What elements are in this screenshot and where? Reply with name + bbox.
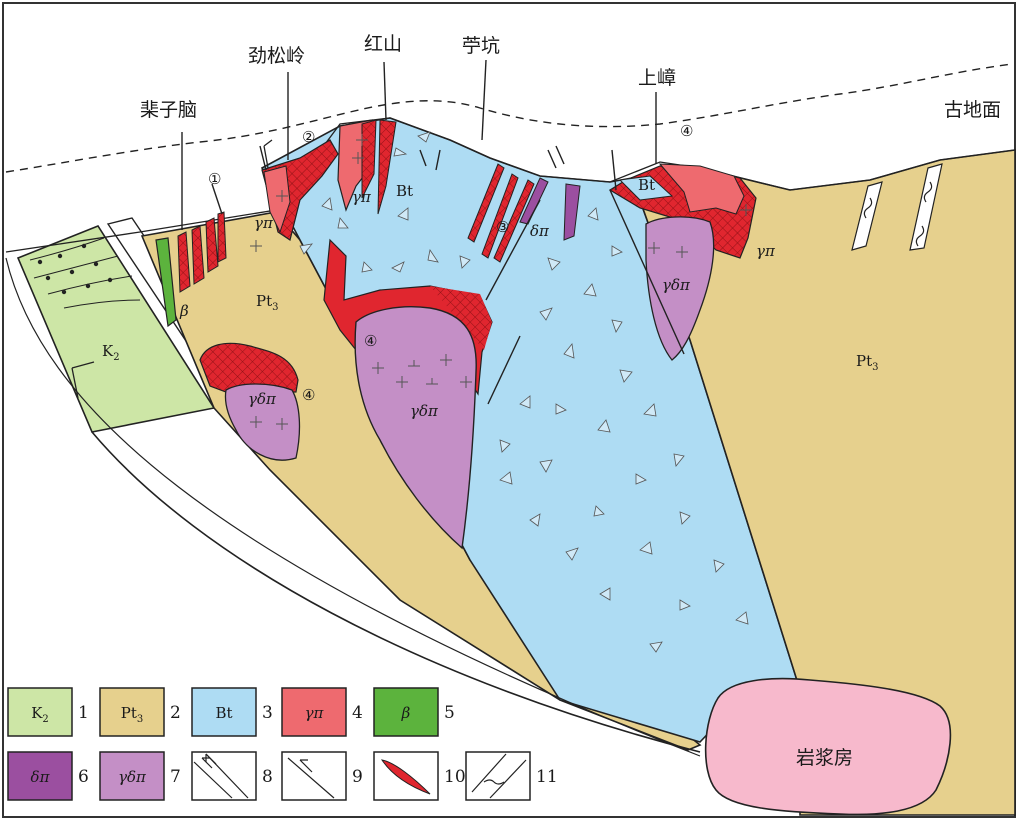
legend-item-7: γδπ 7 — [99, 751, 181, 801]
k2-bedding-lines — [29, 237, 141, 309]
label-hong-shan: 红山 — [364, 33, 402, 55]
legend-item-2: Pt3 2 — [99, 687, 181, 737]
label-delta-pi: δπ — [530, 222, 550, 240]
circle-4-top: ④ — [680, 122, 693, 140]
label-gamma-delta-pi-center: γδπ — [410, 402, 439, 420]
circle-2: ② — [302, 128, 315, 146]
label-jinsong-ling: 劲松岭 — [248, 45, 305, 67]
k2-dots — [37, 243, 113, 295]
gamma-pi-dyke-hongshan-b — [377, 119, 397, 215]
label-magma-chamber: 岩浆房 — [796, 747, 853, 769]
legend-number: 2 — [170, 703, 181, 723]
breccia-fragments — [299, 131, 749, 653]
label-gamma-delta-pi-right: γδπ — [662, 276, 691, 294]
legend-number: 6 — [78, 767, 89, 787]
label-beta: β — [179, 302, 189, 320]
label-pt3-right: Pt3 — [856, 352, 879, 373]
legend-item-1: K2 1 — [7, 687, 89, 737]
legend-label: γδπ — [118, 768, 147, 786]
legend-item-9: 9 — [281, 751, 363, 801]
outer-boundary-curve — [5, 257, 701, 757]
label-bt-right: Bt — [638, 176, 655, 194]
delta-pi-dyke-b — [563, 183, 581, 241]
legend-number: 10 — [444, 767, 466, 787]
circle-1: ① — [208, 170, 221, 188]
label-gamma-pi-1: γπ — [254, 214, 274, 232]
legend-item-4: γπ 4 — [281, 687, 363, 737]
legend-swatch — [465, 751, 531, 801]
label-gamma-pi-3: γπ — [756, 242, 776, 260]
legend-number: 11 — [536, 767, 558, 787]
label-ning-keng: 苧坑 — [462, 35, 500, 57]
k2-fault-arrow — [71, 361, 95, 399]
gamma-delta-pi-left — [224, 383, 301, 461]
gamma-delta-pi-right — [645, 216, 715, 361]
paleo-surface-line — [5, 63, 1013, 173]
legend-item-11: 11 — [465, 751, 558, 801]
legend-number: 4 — [352, 703, 363, 723]
legend-number: 1 — [78, 703, 89, 723]
legend-number: 3 — [262, 703, 273, 723]
legend-label: β — [401, 704, 411, 722]
quartz-veins — [851, 163, 943, 251]
circled-numbers: ① ② ③ ④ ④ ④ — [208, 122, 693, 404]
magma-chamber — [704, 677, 952, 816]
gamma-pi-dykes-left — [177, 211, 227, 293]
circle-4-center: ④ — [364, 332, 377, 350]
legend-number: 9 — [352, 767, 363, 787]
legend-number: 7 — [170, 767, 181, 787]
legend-label: Pt3 — [121, 704, 144, 725]
legend-label: δπ — [31, 768, 51, 786]
label-k2: K2 — [102, 342, 120, 363]
legend-item-3: Bt 3 — [191, 687, 273, 737]
gamma-delta-pi-center — [354, 306, 477, 550]
legend-swatch — [281, 751, 347, 801]
delta-pi-dyke-a — [519, 177, 549, 225]
legend-number: 5 — [444, 703, 455, 723]
legend-swatch — [191, 751, 257, 801]
legend-number: 8 — [262, 767, 273, 787]
label-gamma-pi-2: γπ — [352, 188, 372, 206]
circle-4-left: ④ — [302, 386, 315, 404]
place-labels: 棐子脑 劲松岭 红山 苧坑 上嶂 古地面 — [140, 33, 1001, 121]
gamma-pi-envelope-left — [199, 342, 299, 393]
gamma-pi-envelope-center-cross — [430, 286, 492, 350]
section-labels: K2 Pt3 Pt3 Bt Bt β γπ γπ γπ δπ γδπ γδπ γ… — [102, 176, 879, 769]
gamma-pi-cap-jinsongling-light — [263, 165, 291, 234]
label-shang-zhang: 上嶂 — [638, 67, 676, 89]
label-bt-center: Bt — [396, 182, 413, 200]
legend-swatch — [373, 687, 439, 737]
fault-lines — [181, 59, 685, 405]
legend-item-6: δπ 6 — [7, 751, 89, 801]
beta-dyke — [155, 237, 177, 328]
legend-swatch — [99, 687, 165, 737]
plus-marks — [250, 134, 752, 430]
fault-arrow-jinsongling — [263, 139, 273, 169]
label-pt3-left: Pt3 — [256, 292, 279, 313]
legend-label: γπ — [305, 704, 325, 722]
gamma-pi-cap-shangzhang-light — [658, 163, 745, 215]
gamma-pi-dykes-ningkeng — [467, 163, 535, 263]
legend-item-10: 10 — [373, 751, 466, 801]
label-paleo-surface: 古地面 — [944, 99, 1001, 121]
legend-swatch — [191, 687, 257, 737]
legend-label: K2 — [31, 704, 49, 725]
label-suzi-nao: 棐子脑 — [140, 99, 197, 121]
bt-small-right — [618, 175, 674, 201]
circle-3: ③ — [496, 218, 509, 236]
legend-swatch — [7, 751, 73, 801]
lower-fault-curve — [91, 431, 701, 753]
legend-swatch — [7, 687, 73, 737]
label-gamma-delta-pi-left: γδπ — [248, 390, 277, 408]
legend-label: Bt — [215, 704, 232, 722]
legend-item-8: 8 — [191, 751, 273, 801]
legend-swatch — [281, 687, 347, 737]
legend-swatch — [99, 751, 165, 801]
